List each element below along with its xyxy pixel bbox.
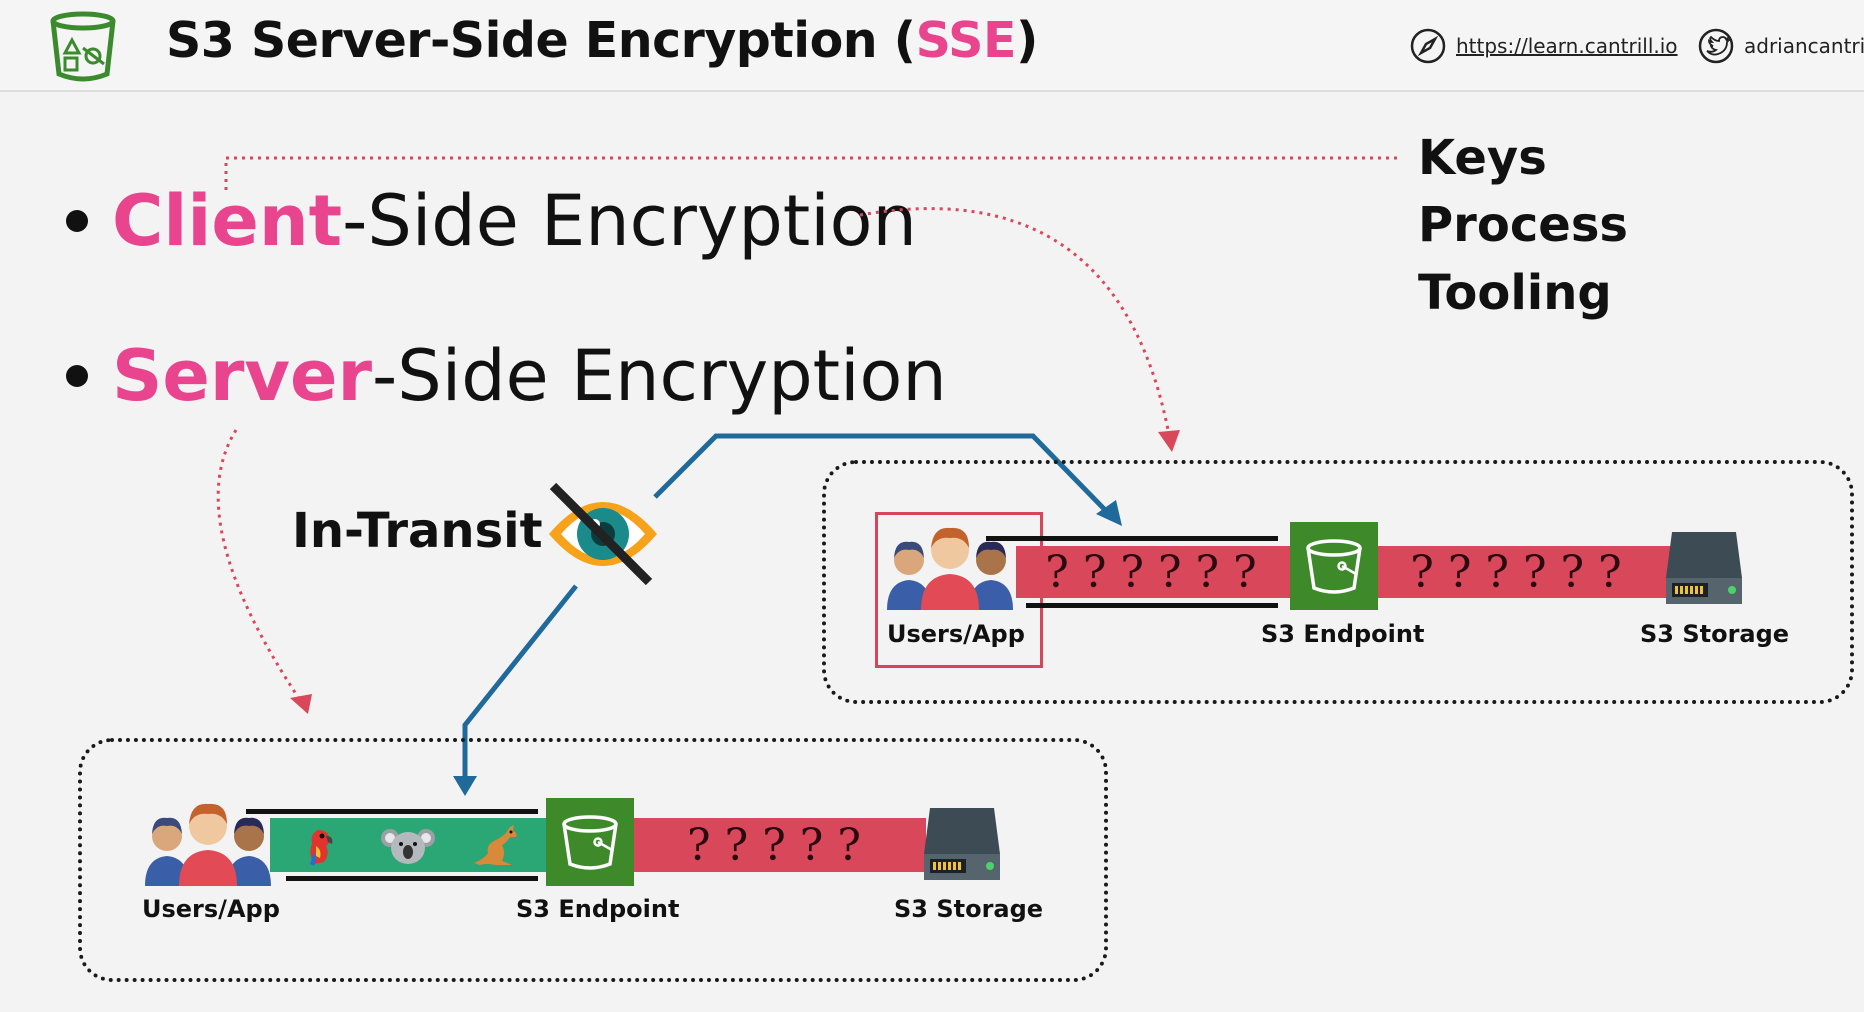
bullet-dot: [66, 365, 88, 387]
server-side-panel: [78, 738, 1108, 982]
server-side-bullet: Server-Side Encryption: [66, 335, 947, 417]
client-side-bullet: Client-Side Encryption: [66, 180, 917, 262]
top-encrypted-pipe-right: [1378, 546, 1674, 598]
top-encrypted-pipe-left: [1016, 546, 1290, 598]
bottom-users-app-label: Users/App: [142, 895, 280, 923]
header-bar: S3 Server-Side Encryption (SSE) https://…: [0, 0, 1864, 92]
users-app-icon: [887, 527, 1013, 610]
bottom-s3-endpoint-bucket: [546, 798, 634, 886]
parrot-icon: [310, 830, 333, 866]
bucket-icon: [1306, 539, 1362, 594]
top-s3-endpoint-label: S3 Endpoint: [1261, 620, 1425, 648]
client-side-panel: [822, 460, 1854, 704]
client-rest: -Side Encryption: [342, 180, 917, 262]
server-highlight: Server: [112, 335, 373, 417]
twitter-handle[interactable]: adriancantrill: [1744, 34, 1864, 58]
top-tunnel-line-lower: [1026, 603, 1278, 608]
bottom-question-marks: ? ? ? ? ?: [687, 819, 861, 871]
bottom-encrypted-pipe: [634, 818, 926, 872]
page-title: S3 Server-Side Encryption (SSE): [166, 12, 1038, 69]
server-rest: -Side Encryption: [372, 335, 947, 417]
s3-bucket-logo-icon: [50, 11, 116, 82]
bottom-s3-storage-icon: [924, 808, 1000, 880]
top-s3-storage-label: S3 Storage: [1640, 620, 1790, 648]
twitter-link[interactable]: adriancantrill: [1698, 28, 1864, 64]
twitter-icon: [1698, 28, 1734, 64]
bottom-users-app-icon: [145, 803, 271, 886]
bottom-s3-endpoint-label: S3 Endpoint: [516, 895, 680, 923]
bucket-icon: [562, 815, 618, 870]
website-link-text[interactable]: https://learn.cantrill.io: [1456, 34, 1678, 58]
website-link[interactable]: https://learn.cantrill.io: [1410, 28, 1678, 64]
bottom-tunnel-line-lower: [286, 876, 538, 881]
top-left-question-marks: ? ? ? ? ? ?: [1045, 546, 1257, 598]
bottom-tunnel-line-upper: [246, 809, 538, 814]
top-users-app-label: Users/App: [887, 620, 1025, 648]
client-arrow-head: [1158, 430, 1180, 452]
top-s3-endpoint-bucket: [1290, 522, 1378, 610]
in-transit-label: In-Transit: [292, 503, 543, 559]
client-highlight: Client: [112, 180, 343, 262]
crossed-eye-icon: [549, 482, 657, 586]
bottom-s3-storage-label: S3 Storage: [894, 895, 1044, 923]
concern-keys: Keys: [1418, 130, 1547, 186]
top-s3-storage-icon: [1666, 532, 1742, 604]
bullet-dot: [66, 210, 88, 232]
concern-process: Process: [1418, 197, 1628, 253]
top-tunnel-line-upper: [986, 536, 1278, 541]
top-right-question-marks: ? ? ? ? ? ?: [1410, 546, 1622, 598]
server-arrow-head: [290, 694, 312, 714]
server-to-bottom-panel-arrow: [216, 429, 302, 701]
concern-tooling: Tooling: [1418, 265, 1612, 321]
compass-icon: [1410, 28, 1446, 64]
koala-icon: [381, 829, 435, 864]
kangaroo-icon: [474, 825, 517, 865]
